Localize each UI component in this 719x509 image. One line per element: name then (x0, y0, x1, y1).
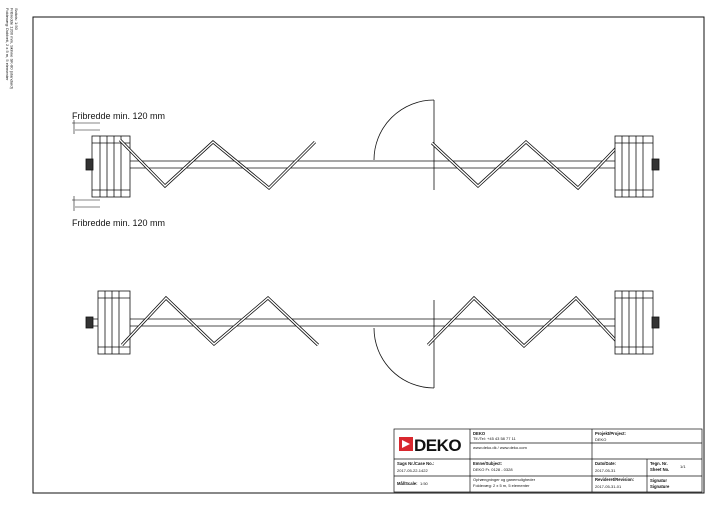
subject-label: Emne/Subject: (473, 461, 502, 466)
project-label: Projekt/Project: (595, 431, 626, 436)
panel-stack-right-bottom (614, 290, 660, 355)
side-note-line-2: Fribredde 1200 mm, Skinne SK-80 (standar… (10, 8, 15, 90)
project-value: DEKO (595, 437, 606, 442)
case-value: 2017-05-22-1422 (397, 468, 428, 473)
panel-stack-left-bottom (85, 290, 131, 355)
deko-logo: DEKO (399, 436, 462, 455)
zigzag-left-top (118, 138, 317, 191)
case-label: Sags Nr./Case No.: (397, 461, 434, 466)
logo-wordmark: DEKO (414, 436, 461, 455)
sheet-label-2: Sheet No. (650, 467, 669, 472)
dimension-label-bottom: Fribredde min. 120 mm (72, 218, 165, 228)
side-note-line-3: Snitvis: 1:50 (14, 8, 19, 31)
zigzag-right-top (430, 139, 624, 191)
folding-wall-top (85, 99, 660, 198)
sheet-value: 1/1 (680, 464, 686, 469)
revision-value: 2017-05-31-01 (595, 484, 622, 489)
revision-label: Revideret/Revision: (595, 477, 634, 482)
panel-stack-right-top (614, 135, 660, 198)
date-label: Dato/Date: (595, 461, 616, 466)
subject-value-2: Ophængninger og ganemuligheder (473, 477, 536, 482)
dimension-marker-top (72, 120, 100, 134)
dimension-label-top: Fribredde min. 120 mm (72, 111, 165, 121)
title-block (393, 428, 703, 493)
door-arc-top (373, 99, 435, 161)
notes-value-1: Foldevæg: 2 x 5 m, 5 elementer (473, 483, 530, 488)
zigzag-left-bottom (120, 295, 320, 347)
signature-label-2: Signature (650, 484, 670, 489)
subject-value-1: DEKO Fr. 0128 - 0328 (473, 467, 513, 472)
scale-label: Mål/Scale: (397, 481, 417, 486)
company-name: DEKO (473, 431, 486, 436)
folding-wall-bottom (85, 290, 660, 389)
company-web: www.deko.dk / www.deko.com (473, 445, 527, 450)
side-note: Foldevæg: Dobbelt, 2 x 5 m, 5 elementer … (5, 8, 19, 90)
company-phone: Tlf./Tel: +45 43 58 77 11 (473, 436, 517, 441)
sheet-border (32, 16, 705, 494)
zigzag-right-bottom (426, 295, 622, 349)
door-arc-bottom (373, 327, 435, 389)
panel-stack-left-top (85, 135, 131, 198)
dimension-marker-bottom (72, 196, 100, 211)
side-note-line-1: Foldevæg: Dobbelt, 2 x 5 m, 5 elementer (5, 8, 10, 81)
date-value: 2017-05-31 (595, 468, 616, 473)
sheet-label-1: Tegn. Nr. (650, 461, 668, 466)
scale-value: 1:50 (420, 481, 429, 486)
signature-label-1: Signatur (650, 478, 667, 483)
